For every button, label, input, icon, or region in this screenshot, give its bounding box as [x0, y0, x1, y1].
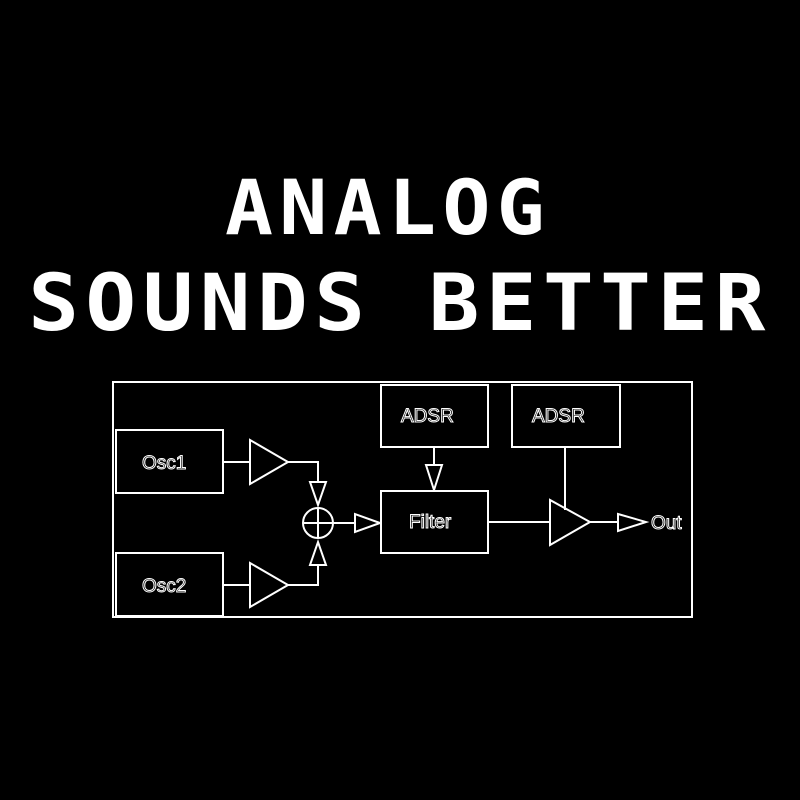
- arrow-right-icon: [354, 512, 383, 534]
- amp2-triangle-icon: [249, 561, 290, 609]
- osc1-label: Osc1: [142, 453, 186, 474]
- osc2-block: [115, 552, 224, 617]
- vca-triangle-icon: [549, 498, 593, 547]
- adsr-filter-block: [380, 384, 489, 448]
- osc2-label: Osc2: [142, 576, 186, 597]
- amp1-triangle-icon: [249, 438, 290, 486]
- output-arrow-icon: [617, 512, 650, 533]
- adsr-filter-label: ADSR: [401, 406, 454, 427]
- arrow-down-icon: [308, 481, 328, 509]
- filter-block: [380, 490, 489, 554]
- adsr-amp-block: [511, 384, 621, 448]
- arrow-down-icon: [424, 464, 444, 494]
- diagram-frame: [112, 381, 693, 618]
- filter-label: Filter: [409, 512, 452, 533]
- output-label: Out: [651, 513, 682, 534]
- headline-line-1: ANALOG: [224, 163, 552, 252]
- osc1-block: [115, 429, 224, 494]
- headline-line-2: SOUNDS BETTER: [28, 259, 772, 349]
- adsr-amp-label: ADSR: [532, 406, 585, 427]
- arrow-up-icon: [308, 538, 328, 566]
